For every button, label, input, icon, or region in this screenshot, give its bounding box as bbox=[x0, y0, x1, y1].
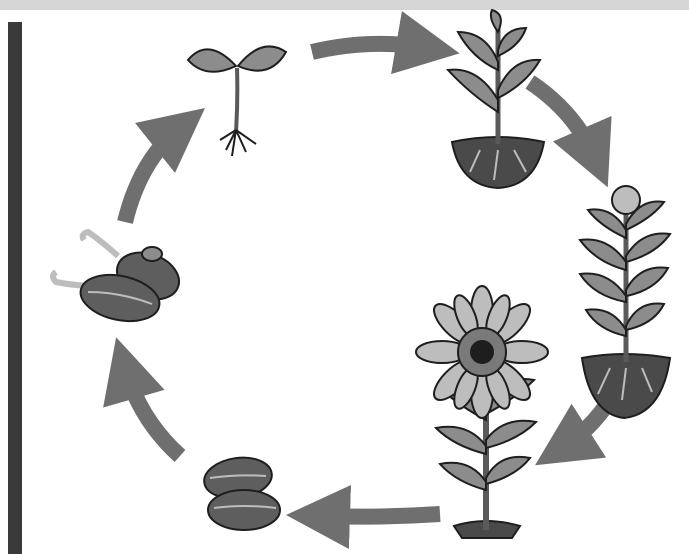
arrow-young-plant-to-budding bbox=[525, 75, 612, 188]
germinating-seeds-icon bbox=[50, 228, 180, 323]
left-border-bar bbox=[8, 22, 22, 554]
sunflower-center bbox=[470, 340, 494, 364]
young-plant-icon bbox=[445, 8, 546, 190]
seedling-icon bbox=[186, 45, 288, 157]
arrow-germinating-to-seedling bbox=[117, 108, 205, 224]
arrow-seedling-to-young-plant bbox=[310, 11, 460, 75]
seeds-icon bbox=[203, 456, 281, 531]
top-strip bbox=[0, 0, 689, 10]
sunflower-icon bbox=[415, 285, 549, 539]
arrow-sunflower-to-seeds bbox=[286, 485, 441, 550]
cycle-arrows bbox=[103, 11, 617, 550]
budding-plant-icon bbox=[578, 185, 672, 420]
arrow-seeds-to-germinating bbox=[103, 337, 186, 462]
